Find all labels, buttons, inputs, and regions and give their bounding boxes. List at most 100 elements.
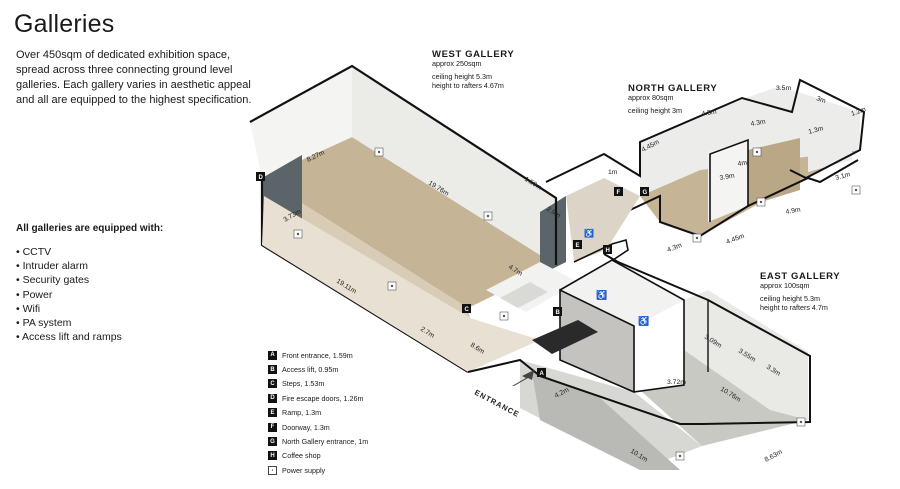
- east-gallery-rafters: height to rafters 4.7m: [760, 303, 828, 312]
- power-socket-icon: ⋅: [268, 465, 277, 475]
- legend-item: A Front entrance, 1.59m: [268, 348, 368, 362]
- corridor: [566, 178, 640, 262]
- north-gallery-ceiling: ceiling height 3m: [628, 106, 682, 115]
- legend-item: H Coffee shop: [268, 449, 368, 463]
- east-gallery-ground-dark: [532, 372, 680, 470]
- dimension-label: 3m: [815, 95, 827, 105]
- marker-d: D: [256, 172, 265, 181]
- legend-item: E Ramp, 1.3m: [268, 406, 368, 420]
- east-gallery-area: approx 100sqm: [760, 281, 810, 290]
- marker-a: A: [537, 368, 546, 377]
- east-gallery-outline: [603, 253, 811, 425]
- svg-text:D: D: [259, 175, 264, 181]
- east-gallery-back-wall: [684, 290, 808, 420]
- lift-shaft-wall: [540, 196, 566, 275]
- entrance-arrow-icon: [512, 370, 534, 386]
- north-small-room: [808, 116, 852, 172]
- dimension-label: 3.5m: [776, 85, 791, 92]
- west-gallery-floor: [262, 137, 556, 308]
- dimension-label: 3.72m: [667, 379, 686, 386]
- svg-text:H: H: [606, 248, 610, 254]
- intro-paragraph: Over 450sqm of dedicated exhibition spac…: [16, 49, 252, 106]
- legend-item: F Doorway, 1.3m: [268, 420, 368, 434]
- legend-key: C: [268, 379, 277, 389]
- west-gallery-back-wall: [352, 66, 556, 265]
- east-gallery-label: EAST GALLERY approx 100sqm ceiling heigh…: [760, 272, 840, 312]
- dimension-label: 8.63m: [764, 449, 784, 464]
- steps: [500, 282, 548, 308]
- svg-text:E: E: [576, 243, 580, 249]
- legend-key: F: [268, 422, 277, 432]
- corridor-outline: [573, 238, 629, 263]
- power-socket-icon: [756, 197, 766, 207]
- legend-label: Coffee shop: [282, 451, 321, 461]
- north-gallery-wall: [640, 86, 860, 196]
- equipment-item: Security gates: [16, 273, 122, 287]
- marker-f: F: [614, 187, 623, 196]
- accessible-toilet-icon: ♿: [596, 289, 607, 300]
- east-gallery-box-top: [560, 260, 684, 326]
- page-title: Galleries: [14, 10, 115, 38]
- equipment-item: Wifi: [16, 302, 122, 316]
- legend-label: Doorway, 1.3m: [282, 422, 330, 432]
- power-socket-icon: [692, 233, 702, 243]
- north-gallery-lower-outline: [629, 159, 859, 238]
- legend-key: E: [268, 408, 277, 418]
- legend-key: A: [268, 350, 277, 360]
- legend-key: H: [268, 451, 277, 461]
- dimension-label: 1.3m: [808, 125, 825, 136]
- power-socket-icon: [374, 147, 384, 157]
- equipment-list: CCTV Intruder alarm Security gates Power…: [16, 245, 122, 344]
- legend-label: Steps, 1.53m: [282, 379, 325, 389]
- dimension-label: 4m: [737, 159, 748, 168]
- equipment-item: PA system: [16, 316, 122, 330]
- legend-item: ⋅Power supply: [268, 463, 368, 477]
- accessible-ramp-icon: ♿: [584, 228, 594, 238]
- dimension-label: 3.1m: [835, 171, 852, 182]
- equipment-item: CCTV: [16, 245, 122, 259]
- power-socket-icon: [851, 185, 861, 195]
- dimension-label: 1.2m: [850, 106, 867, 118]
- power-socket-icon: [483, 211, 493, 221]
- legend-item: C Steps, 1.53m: [268, 377, 368, 391]
- svg-text:C: C: [465, 307, 470, 313]
- access-lift: [532, 320, 598, 354]
- east-gallery-box-front: [634, 300, 684, 392]
- power-socket-icon: [293, 229, 303, 239]
- marker-e: E: [573, 240, 582, 249]
- svg-text:A: A: [540, 371, 545, 377]
- legend-label: Access lift, 0.95m: [282, 365, 339, 375]
- north-gallery-name: NORTH GALLERY: [628, 83, 718, 94]
- north-gallery-inner-walls: [709, 138, 749, 222]
- west-gallery-ceiling: ceiling height 5.3m: [432, 72, 492, 81]
- dimension-label: 3.9m: [719, 172, 735, 182]
- west-gallery-left-wall: [250, 66, 352, 178]
- marker-h: H: [603, 245, 612, 254]
- equipment-heading: All galleries are equipped with:: [16, 223, 164, 234]
- svg-text:B: B: [556, 310, 561, 316]
- north-gallery-room: [708, 140, 748, 222]
- accessible-toilet-icon: ♿: [638, 315, 649, 326]
- lower-floor-strip: [262, 196, 540, 372]
- north-gallery-area: approx 80sqm: [628, 93, 674, 102]
- svg-text:G: G: [643, 190, 648, 196]
- west-gallery-rafters: height to rafters 4.67m: [432, 81, 504, 90]
- west-gallery-name: WEST GALLERY: [432, 49, 515, 60]
- north-gallery-outline: [545, 78, 866, 183]
- power-socket-icon: [752, 147, 762, 157]
- entrance-label: ENTRANCE: [473, 388, 521, 419]
- legend-label: Ramp, 1.3m: [282, 408, 322, 418]
- dimension-label: 4.45m: [725, 233, 745, 246]
- legend-key: G: [268, 437, 277, 447]
- equipment-item: Access lift and ramps: [16, 330, 122, 344]
- power-socket-icon: [675, 451, 685, 461]
- marker-c: C: [462, 304, 471, 313]
- legend-label: Front entrance, 1.59m: [282, 350, 353, 360]
- east-gallery-name: EAST GALLERY: [760, 271, 841, 282]
- power-socket-icon: [499, 311, 509, 321]
